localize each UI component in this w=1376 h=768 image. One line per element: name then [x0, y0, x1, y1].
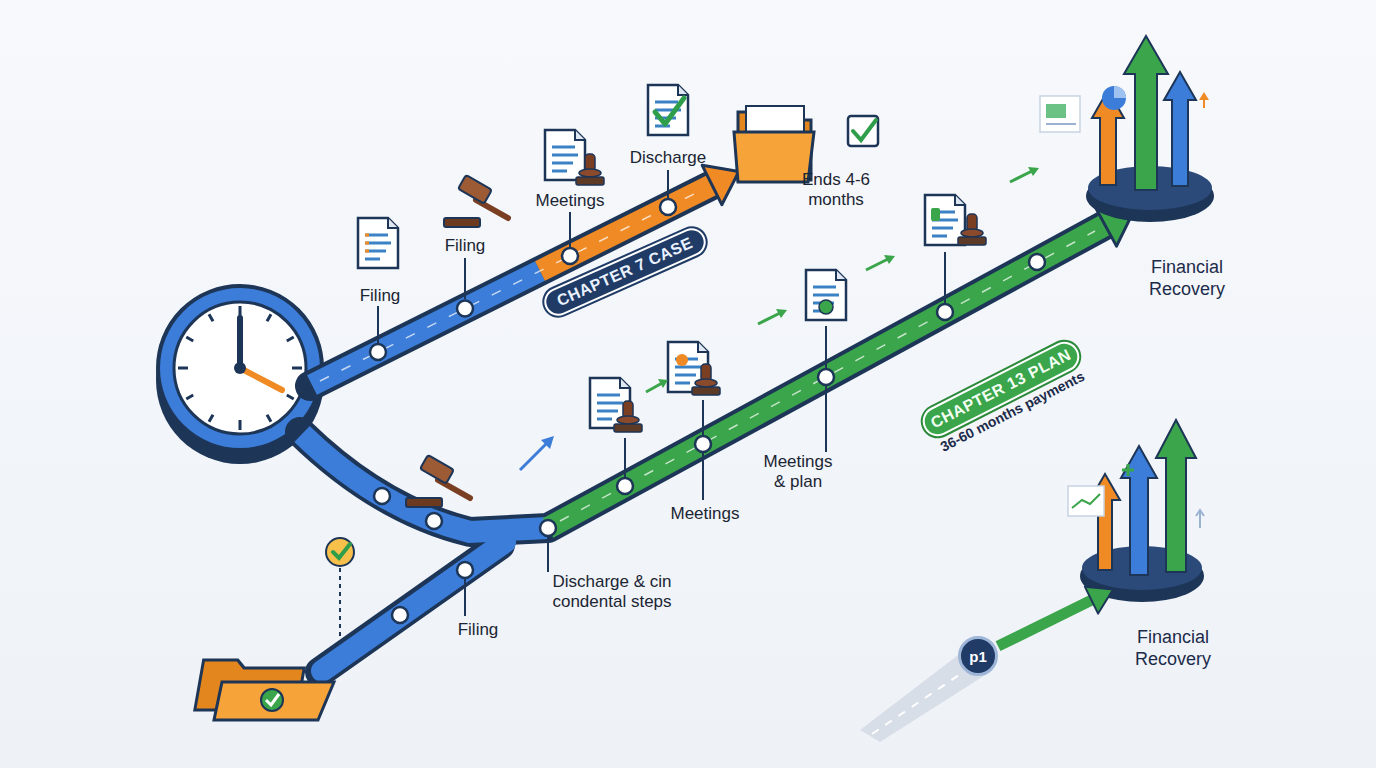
chapter13-icons-part [266, 694, 279, 705]
recovery-platform-bottom-part [860, 646, 990, 742]
badge-circle: p1 [958, 636, 998, 676]
chapter13-track-part [540, 520, 556, 536]
recovery-platform: Financial Recovery [1113, 450, 1233, 670]
chapter13-track-part [426, 513, 442, 529]
step-label: Filing [458, 620, 499, 640]
chapter13-icons-part [333, 544, 350, 558]
chapter13-track-part [695, 436, 711, 452]
chapter7-icons-part [365, 235, 369, 251]
chapter13-track-part [392, 607, 408, 623]
chapter13-icons-part [692, 364, 720, 395]
clock-icon-part [174, 302, 306, 434]
chapter13-icons-part [406, 455, 470, 507]
node-title: Financial Recovery [1127, 256, 1247, 300]
chapter13-track-part [1029, 254, 1045, 270]
recovery-platform-bottom [860, 420, 1204, 742]
chapter13-icons-part [819, 300, 833, 314]
chapter7-track-part [660, 199, 676, 215]
chapter13-icons-part [776, 309, 787, 318]
chapter13-icons-part [806, 270, 846, 320]
recovery-platform-top-part [1102, 86, 1126, 110]
chapter13-icons-part [658, 379, 668, 388]
recovery-platform-top-part [1199, 92, 1209, 108]
chapter13-track-part [548, 225, 1105, 528]
chapter13-icons-part [958, 214, 986, 245]
chapter7-icons-part [648, 85, 688, 135]
recovery-platform-top-part [1040, 96, 1080, 132]
chapter13-track-part [937, 304, 953, 320]
chapter13-icons-part [1028, 167, 1039, 176]
recovery-platform-bottom-part [872, 662, 978, 734]
clock-icon-part [237, 318, 243, 368]
chapter13-track-part [302, 434, 548, 532]
recovery-platform-top-part [1114, 86, 1126, 98]
chapter-pill: CHAPTER 13 PLAN36-60 months payments [918, 337, 1085, 442]
step-label: Meetings [671, 504, 740, 524]
recovery-platform-top-part [1046, 104, 1066, 118]
recovery-platform-bottom-part [1068, 486, 1104, 516]
chapter13-icons-part [614, 401, 642, 432]
clock-icon-part [178, 306, 302, 430]
chapter13-icons-part [465, 252, 945, 616]
recovery-platform-top-part [1164, 72, 1196, 186]
chapter13-icons-part [214, 682, 334, 720]
chapter7-track-part [310, 185, 712, 386]
chapter13-track-part [457, 562, 473, 578]
chapter13-icons-part [326, 538, 354, 566]
chapter13-icons-part [931, 208, 940, 221]
chapter13-icons-part [676, 354, 688, 366]
chapter13-icons [195, 167, 1039, 720]
recovery-platform-bottom-part [1156, 420, 1196, 572]
recovery-platform-bottom-part [1196, 510, 1204, 528]
chapter13-icons-part [339, 568, 341, 640]
step-label: Discharge & cin condental steps [550, 572, 675, 612]
chapter7-icons-part [358, 218, 398, 268]
chapter7-icons-part [848, 116, 878, 146]
connector-arrow [998, 587, 1113, 646]
step-label: Filing [445, 236, 486, 256]
chapter13-icons-part [646, 170, 1034, 392]
chapter7-track-part [702, 165, 739, 204]
chapter7-icons-part [444, 175, 508, 227]
chapter7-icons-part [853, 120, 876, 140]
chapter13-track [300, 204, 1135, 672]
step-label: Discharge [630, 148, 707, 168]
chapter13-track-part [617, 478, 633, 494]
recovery-platform-bottom-part [1122, 464, 1134, 476]
recovery-platform-bottom-part [1072, 494, 1100, 508]
step-label: Ends 4-6 months [791, 170, 881, 210]
arrow-head [1085, 587, 1113, 614]
recovery-platform: Financial Recovery [1127, 40, 1247, 300]
chapter7-track-part [457, 301, 473, 317]
chapter13-icons-part [261, 689, 283, 711]
node-title: p1 [969, 648, 987, 665]
chapter13-track-part [818, 369, 834, 385]
connector-line [998, 598, 1095, 646]
chapter7-icons [358, 85, 878, 343]
chapter13-icons-part [541, 436, 554, 449]
step-label: Filing [360, 286, 401, 306]
recovery-platform-top [1040, 36, 1214, 222]
recovery-platform-top-part [1124, 36, 1168, 190]
chapter13-track-part [374, 488, 390, 504]
node-title: Financial Recovery [1113, 626, 1233, 670]
recovery-platform-top-part [1046, 123, 1076, 125]
chapter7-track-part [562, 248, 578, 264]
step-label: Meetings & plan [758, 452, 838, 492]
clock-icon-part [234, 362, 246, 374]
chapter7-track-part [370, 344, 386, 360]
recovery-platform-bottom-part [1121, 446, 1157, 575]
chapter7-icons-part [576, 154, 604, 185]
chapter7-icons-part [655, 98, 684, 124]
step-label: Meetings [536, 191, 605, 211]
chapter13-icons-part [884, 255, 895, 264]
clock-icon-part [240, 368, 282, 390]
